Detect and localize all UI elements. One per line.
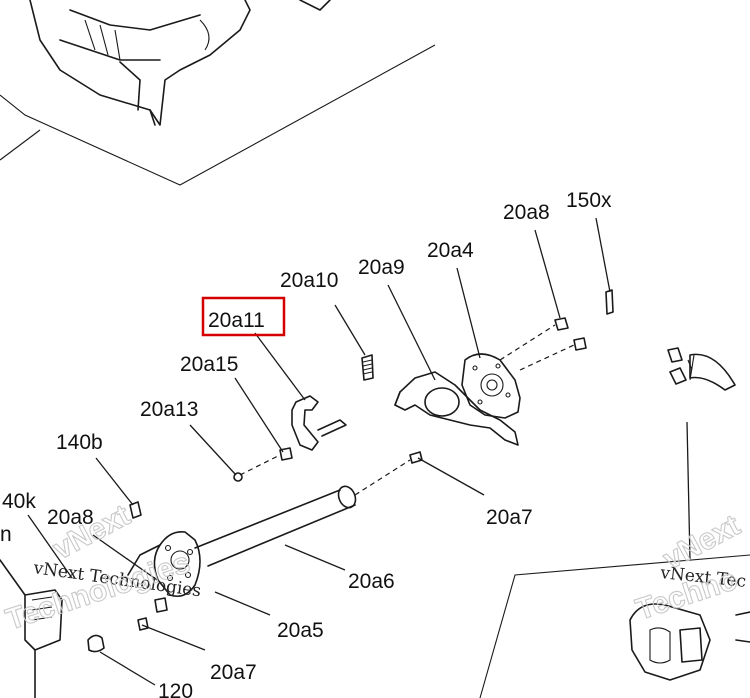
callout-150x[interactable]: 150x [566, 189, 612, 212]
right-clip-assembly [667, 347, 736, 391]
bracket-20a9 [394, 371, 519, 446]
callout-labels: 20a11 20a10 20a9 20a4 20a8 150x 20a15 20… [0, 189, 612, 698]
shaft-20a6 [194, 459, 411, 567]
callout-20a7-bottom[interactable]: 20a7 [210, 661, 257, 684]
callout-20a15[interactable]: 20a15 [180, 353, 238, 376]
callout-20a11[interactable]: 20a11 [208, 309, 265, 332]
callout-20a13[interactable]: 20a13 [140, 398, 198, 421]
lever-plate-20a5 [127, 530, 201, 598]
fasteners [87, 289, 614, 653]
assembly-outline [0, 44, 436, 186]
callout-edge-n: n [0, 523, 12, 546]
callout-120[interactable]: 120 [158, 680, 193, 698]
upper-housing-assembly [29, 0, 331, 126]
lever-20a11 [291, 395, 347, 451]
callout-20a5[interactable]: 20a5 [277, 619, 324, 642]
callout-20a9[interactable]: 20a9 [358, 256, 405, 279]
callout-20a8-left[interactable]: 20a8 [47, 506, 94, 529]
lower-housing-assembly [479, 554, 750, 698]
callout-20a7-right[interactable]: 20a7 [486, 506, 533, 529]
disc-20a4 [461, 353, 521, 419]
callout-140b[interactable]: 140b [56, 431, 103, 454]
callout-20a6[interactable]: 20a6 [348, 570, 395, 593]
leader-lines [27, 217, 691, 686]
left-bracket-40k [0, 559, 63, 698]
callout-140k[interactable]: 40k [2, 490, 36, 513]
watermarks: vNext Technologies vNext Tec vNext Techn… [1, 498, 747, 637]
callout-highlight-box [201, 296, 286, 337]
callout-20a8-top[interactable]: 20a8 [503, 201, 550, 224]
callout-20a10[interactable]: 20a10 [280, 269, 338, 292]
spring-20a10 [361, 354, 374, 381]
callout-20a4[interactable]: 20a4 [427, 239, 474, 262]
